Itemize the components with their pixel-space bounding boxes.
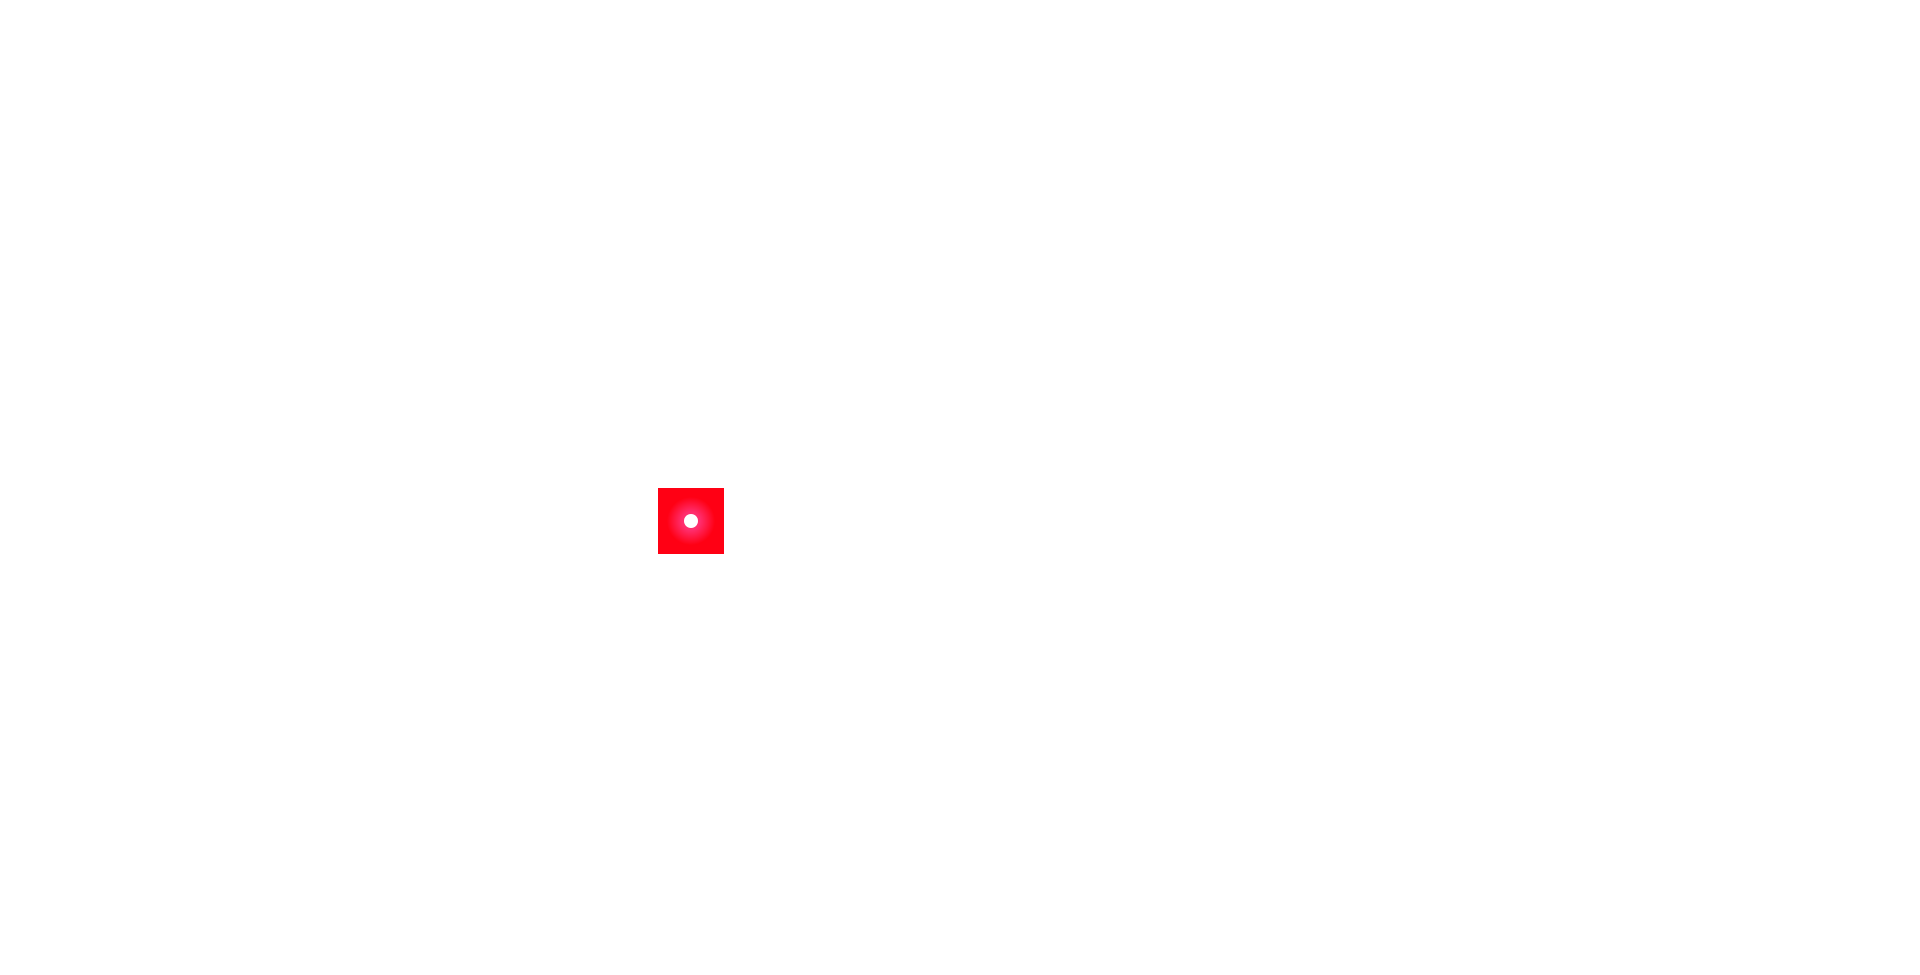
target-marker-dot xyxy=(684,514,698,528)
target-marker[interactable] xyxy=(658,488,724,554)
